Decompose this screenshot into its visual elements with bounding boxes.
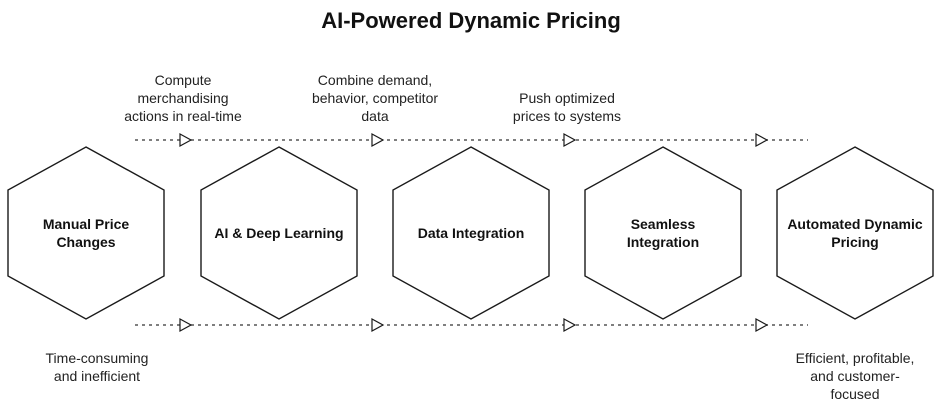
bottom-note-line: Efficient, profitable, bbox=[796, 350, 915, 366]
bottom-note-line: focused bbox=[830, 386, 879, 402]
top-note-line: Combine demand, bbox=[318, 72, 432, 88]
top-note-line: behavior, competitor bbox=[312, 90, 438, 106]
top-arrowhead bbox=[371, 132, 385, 148]
stage-label-line: Automated Dynamic bbox=[787, 216, 923, 232]
stage-3-top-note: Combine demand, behavior, competitor data bbox=[312, 72, 438, 124]
top-note-line: actions in real-time bbox=[124, 108, 242, 124]
stage-4-top-note: Push optimized prices to systems bbox=[513, 90, 621, 124]
bottom-arrowhead bbox=[755, 317, 769, 333]
top-note-line: Compute bbox=[155, 72, 212, 88]
stage-label-line: Changes bbox=[56, 234, 115, 250]
diagram-title: AI-Powered Dynamic Pricing bbox=[321, 8, 621, 33]
stage-2-hexagon bbox=[200, 146, 358, 320]
top-arrowhead bbox=[755, 132, 769, 148]
top-note-line: data bbox=[361, 108, 388, 124]
flow-connectors bbox=[135, 132, 808, 333]
stage-label-line: Integration bbox=[627, 234, 699, 250]
top-note-line: Push optimized bbox=[519, 90, 615, 106]
stage-3-label: Data Integration bbox=[418, 225, 525, 241]
top-note-line: merchandising bbox=[137, 90, 228, 106]
stage-3-hexagon bbox=[392, 146, 550, 320]
stage-5-bottom-note: Efficient, profitable, and customer-focus… bbox=[796, 350, 915, 402]
stage-1-bottom-note: Time-consuming and inefficient bbox=[46, 350, 149, 384]
stage-4-hexagon bbox=[584, 146, 742, 320]
stage-label-line: Pricing bbox=[831, 234, 878, 250]
top-arrowhead bbox=[179, 132, 193, 148]
stage-2: AI & Deep Learning bbox=[200, 146, 358, 320]
bottom-arrowhead bbox=[371, 317, 385, 333]
stage-label-line: Manual Price bbox=[43, 216, 130, 232]
stage-label-line: Seamless bbox=[631, 216, 696, 232]
stage-label-line: Data Integration bbox=[418, 225, 525, 241]
bottom-note-line: and inefficient bbox=[54, 368, 140, 384]
stage-2-top-note: Compute merchandising actions in real-time bbox=[124, 72, 242, 124]
stage-label-line: AI & Deep Learning bbox=[214, 225, 343, 241]
stage-2-label: AI & Deep Learning bbox=[214, 225, 343, 241]
top-note-line: prices to systems bbox=[513, 108, 621, 124]
stage-5-hexagon bbox=[776, 146, 934, 320]
stage-notes: Time-consuming and inefficient Compute merc… bbox=[46, 72, 915, 402]
stage-1-hexagon bbox=[7, 146, 165, 320]
bottom-note-line: and customer- bbox=[810, 368, 900, 384]
top-arrowhead bbox=[563, 132, 577, 148]
stage-3: Data Integration bbox=[392, 146, 550, 320]
bottom-arrowhead bbox=[179, 317, 193, 333]
bottom-note-line: Time-consuming bbox=[46, 350, 149, 366]
bottom-arrowhead bbox=[563, 317, 577, 333]
